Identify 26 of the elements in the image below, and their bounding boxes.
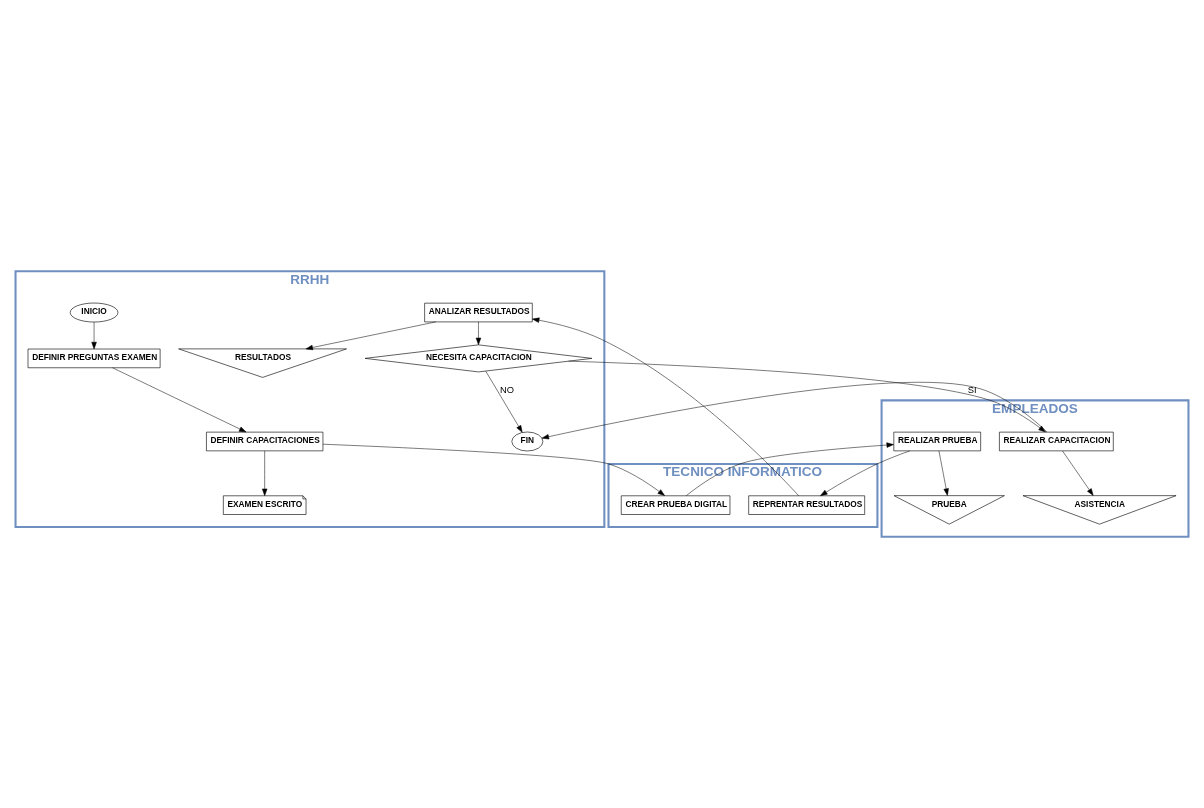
arrow — [820, 450, 911, 496]
arrow — [1062, 450, 1094, 496]
node-box: REALIZAR CAPACITACION — [999, 431, 1114, 452]
arrow — [532, 317, 799, 496]
node-ellipse: INICIO — [69, 302, 119, 323]
edge-label: NO — [500, 385, 515, 396]
arrow — [112, 367, 247, 433]
node-box: CREAR PRUEBA DIGITAL — [620, 495, 731, 515]
arrow — [686, 442, 894, 496]
arrow — [262, 450, 268, 496]
node-box: DEFINIR PREGUNTAS EXAMEN — [27, 348, 161, 369]
node-box: ANALIZAR RESULTADOS — [424, 302, 533, 323]
node-box: REPRENTAR RESULTADOS — [748, 495, 865, 515]
node-box: REALIZAR PRUEBA — [893, 431, 981, 452]
arrow — [91, 321, 97, 350]
edge-label: SI — [967, 385, 977, 396]
node-ellipse: FIN — [511, 431, 544, 452]
arrow — [568, 360, 1046, 433]
arrow — [485, 370, 523, 433]
arrow — [475, 321, 482, 346]
arrow — [541, 382, 1048, 440]
arrow — [305, 321, 437, 351]
arrow — [938, 450, 949, 496]
arrow — [322, 443, 665, 496]
node-diamond: NECESITA CAPACITACION — [364, 344, 593, 373]
node-box: DEFINIR CAPACITACIONES — [206, 431, 324, 452]
